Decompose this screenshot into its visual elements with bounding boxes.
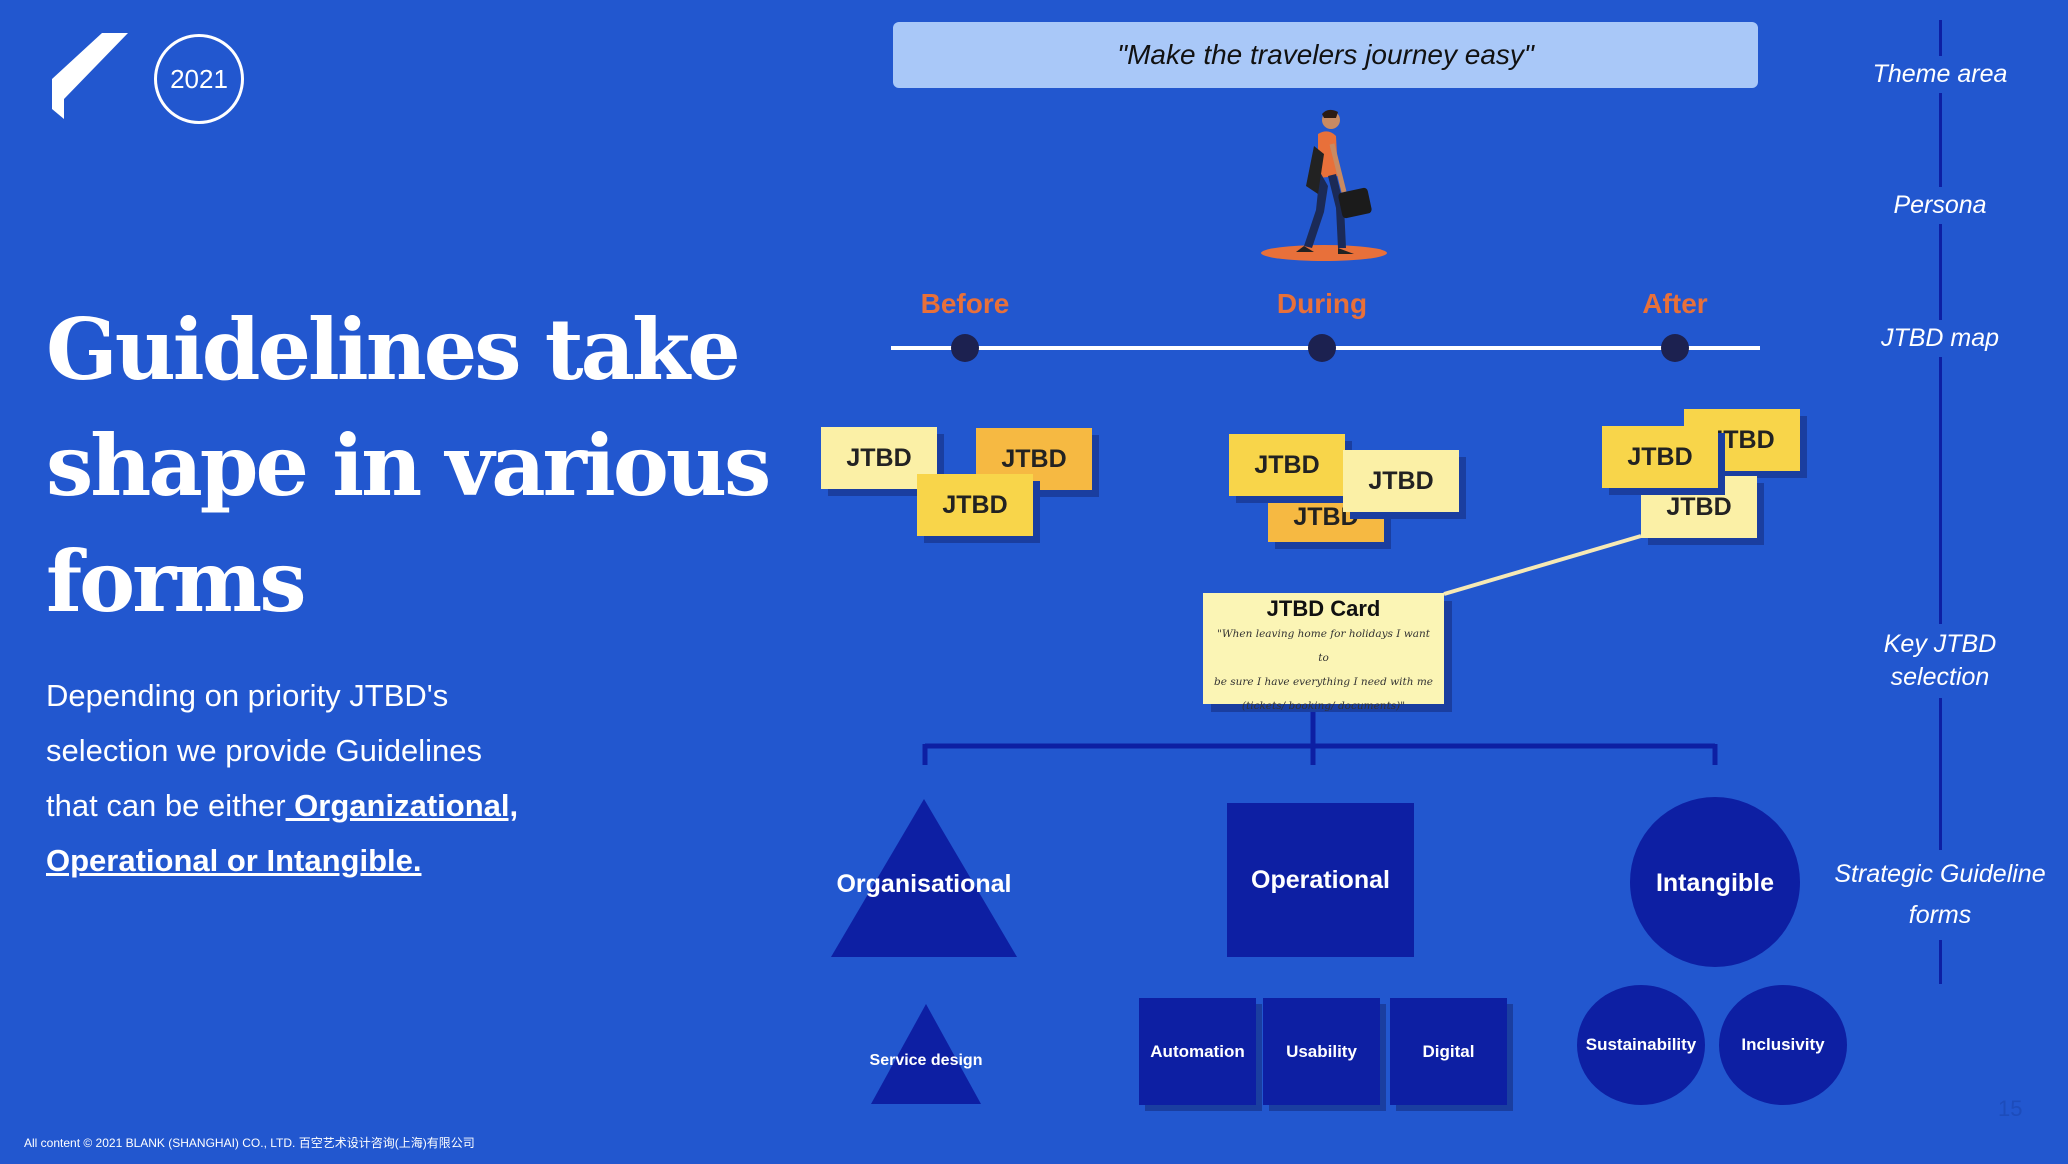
title-line-2: shape in various — [46, 416, 771, 515]
page-title: Guidelines take shape in various forms — [46, 292, 771, 640]
sustainability-circle: Sustainability — [1577, 985, 1705, 1105]
operational-intangible-link: Operational or Intangible. — [46, 843, 422, 878]
intangible-label: Intangible — [1655, 869, 1775, 897]
jtbd-card-quote-line-1: "When leaving home for holidays I want t… — [1217, 628, 1430, 664]
title-line-1: Guidelines take — [46, 300, 741, 399]
side-label-persona: Persona — [1840, 187, 2040, 224]
organizational-link: Organizational, — [285, 788, 519, 823]
title-line-3: forms — [46, 532, 307, 631]
jtbd-note: JTBD — [917, 474, 1033, 536]
timeline-dot-after — [1661, 334, 1689, 362]
persona-text: Persona — [1893, 191, 1987, 219]
jtbd-note: JTBD — [1343, 450, 1459, 512]
usability-box: Usability — [1263, 998, 1380, 1105]
digital-box: Digital — [1390, 998, 1507, 1105]
organisational-triangle-shape — [831, 799, 1017, 957]
theme-area-text: Theme area — [1872, 60, 2008, 88]
side-label-key-jtbd: Key JTBD selection — [1840, 624, 2040, 698]
blank-logo-icon — [52, 33, 128, 119]
side-label-theme-area: Theme area — [1840, 56, 2040, 93]
year-badge: 2021 — [154, 34, 244, 124]
copyright-footer: All content © 2021 BLANK (SHANGHAI) CO.,… — [24, 1136, 475, 1150]
key-jtbd-line-2: selection — [1890, 663, 1990, 691]
organisational-label: Organisational — [836, 870, 1012, 898]
jtbd-card-title: JTBD Card — [1266, 596, 1381, 621]
inclusivity-circle: Inclusivity — [1719, 985, 1847, 1105]
phase-before: Before — [920, 288, 1010, 319]
body-paragraph: Depending on priority JTBD's selection w… — [46, 668, 606, 888]
phase-during: During — [1276, 288, 1368, 319]
side-label-jtbd-map: JTBD map — [1840, 320, 2040, 357]
jtbd-card-quote-line-2: be sure I have everything I need with me — [1213, 676, 1434, 688]
phase-after: After — [1642, 288, 1708, 319]
key-jtbd-line-1: Key JTBD — [1883, 630, 1997, 658]
service-design-label: Service design — [869, 1052, 983, 1069]
jtbd-card: JTBD Card "When leaving home for holiday… — [1203, 593, 1444, 712]
intangible-circle-shape — [1630, 797, 1800, 967]
traveler-persona-icon — [1261, 109, 1387, 261]
side-vertical-line — [1939, 20, 1942, 984]
body-line-2: selection we provide Guidelines — [46, 733, 482, 768]
strategic-line-2: forms — [1908, 901, 1972, 929]
jtbd-note: JTBD — [1229, 434, 1345, 496]
jtbd-card-quote-line-3: (tickets/ booking/ documents)" — [1241, 700, 1406, 712]
theme-bar: "Make the travelers journey easy" — [893, 22, 1758, 88]
timeline-dot-during — [1308, 334, 1336, 362]
strategic-line-1: Strategic Guideline — [1834, 860, 2046, 888]
body-line-3-prefix: that can be either — [46, 788, 286, 823]
operational-square-shape — [1227, 803, 1414, 957]
service-design-triangle-shape — [871, 1004, 981, 1104]
body-line-3: that can be either Organizational, — [46, 778, 606, 833]
side-label-strategic: Strategic Guideline forms — [1826, 850, 2054, 940]
body-line-1: Depending on priority JTBD's — [46, 678, 449, 713]
jtbd-note: JTBD — [1684, 409, 1800, 471]
jtbd-note: JTBD — [1602, 426, 1718, 488]
timeline-dot-before — [951, 334, 979, 362]
page-number: 15 — [1998, 1096, 2023, 1121]
jtbd-map-text: JTBD map — [1880, 324, 2000, 352]
automation-box: Automation — [1139, 998, 1256, 1105]
operational-label: Operational — [1251, 866, 1390, 894]
